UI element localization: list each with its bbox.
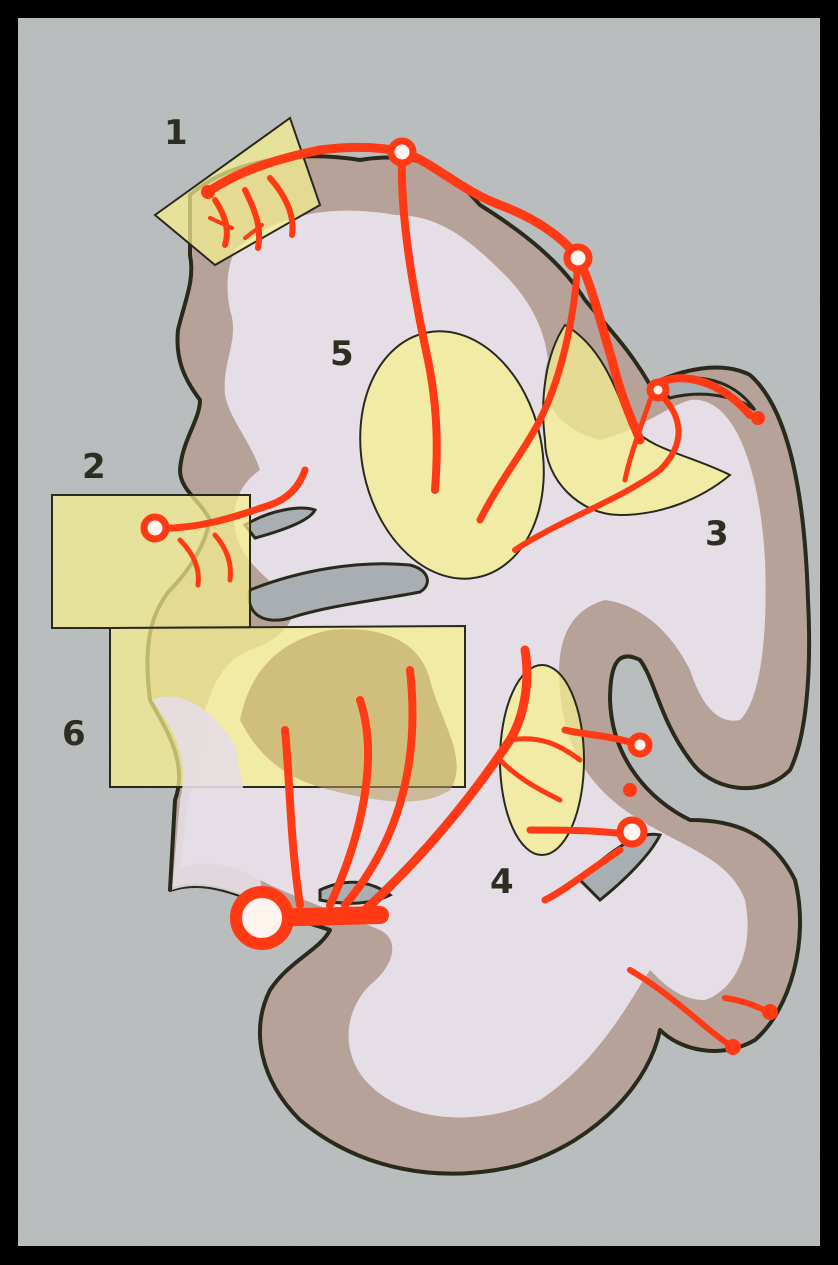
- vessel-ring-top: [391, 141, 413, 163]
- label-1: 1: [164, 113, 188, 153]
- vessel-ring-upper-right: [567, 247, 589, 269]
- vessel-ring-2: [144, 517, 166, 539]
- vessel-dot-1: [201, 185, 215, 199]
- territory-4-ellipse: [500, 665, 584, 855]
- vessel-dot-lower-b: [762, 1004, 778, 1020]
- vessel-ring-right: [650, 382, 666, 398]
- label-4: 4: [490, 862, 514, 902]
- vessel-dot-4: [623, 783, 637, 797]
- vessel-ring-basal: [236, 892, 288, 944]
- vessel-ring-4a: [631, 736, 649, 754]
- vessel-dot-lower-a: [725, 1039, 741, 1055]
- label-6: 6: [62, 714, 86, 754]
- label-5: 5: [330, 334, 354, 374]
- label-2: 2: [82, 447, 106, 487]
- vessel-ring-4b: [620, 820, 644, 844]
- vessel-dot-right: [751, 411, 765, 425]
- label-3: 3: [705, 514, 729, 554]
